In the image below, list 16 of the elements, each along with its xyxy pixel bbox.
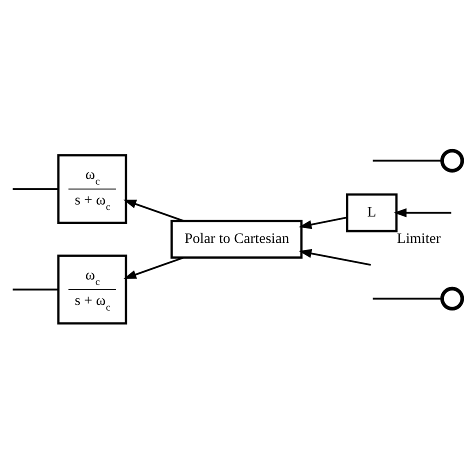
arrow bbox=[123, 200, 184, 222]
node-circle bbox=[440, 286, 464, 311]
node-box: ω$_{c}$ s + ω$_{c}$ bbox=[57, 154, 128, 224]
arrow bbox=[394, 208, 452, 218]
arrow bbox=[123, 256, 184, 279]
node-circle bbox=[440, 148, 464, 173]
node-box: L bbox=[346, 193, 398, 232]
connector bbox=[372, 160, 442, 162]
arrow bbox=[298, 249, 371, 266]
connector bbox=[12, 188, 58, 190]
connector bbox=[372, 298, 442, 300]
node-label: Limiter bbox=[396, 230, 441, 247]
node-box: ω$_{c}$ s + ω$_{c}$ bbox=[57, 254, 128, 324]
connector bbox=[12, 288, 58, 290]
node-box: Polar to Cartesian bbox=[170, 220, 303, 259]
arrow bbox=[298, 216, 348, 229]
